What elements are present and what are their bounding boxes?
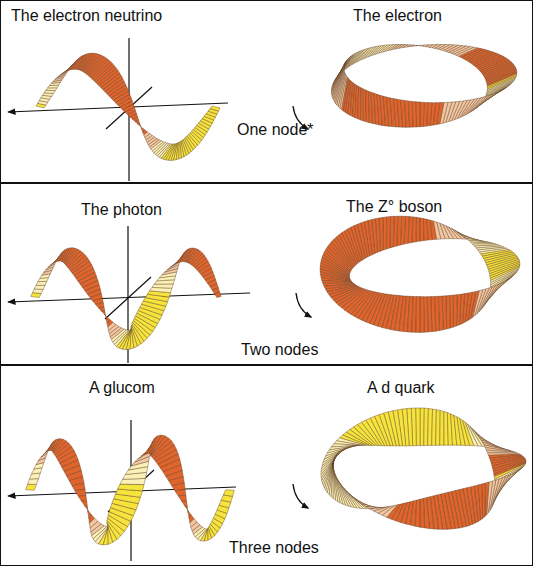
ribbon-segment — [34, 285, 45, 289]
rotation-arrow — [293, 484, 308, 508]
panel-box: The photon The Z° bosonTwo nodes — [0, 182, 533, 366]
axes — [8, 38, 250, 561]
ribbon-segment — [215, 292, 222, 297]
ribbon-segment — [96, 303, 105, 308]
panel-box: A glucom A d quarkThree nodes — [0, 364, 533, 566]
ribbon-segment — [390, 216, 394, 248]
twisted-ribbon-wave — [31, 248, 221, 350]
ribbon-segment — [210, 106, 220, 111]
ribbon-segment — [420, 297, 424, 333]
ribbon-segment — [175, 489, 186, 496]
rotation-arrow — [296, 293, 311, 317]
ribbon-segment — [471, 242, 496, 244]
ribbon-segment — [36, 281, 47, 285]
ribbon-segment — [416, 297, 420, 333]
twisted-ribbon-ring — [321, 408, 526, 529]
panel-label: Two nodes — [241, 341, 318, 359]
ribbon-segment — [420, 408, 424, 446]
twisted-ribbon-wave — [26, 435, 235, 545]
ribbon-segment — [38, 454, 47, 461]
panel-label: A d quark — [367, 379, 435, 397]
twisted-ribbon-ring — [320, 216, 520, 332]
ribbon-segment — [198, 529, 208, 541]
ribbon-segment — [436, 410, 441, 446]
ribbon-segment — [416, 102, 420, 127]
ribbon-segment — [424, 297, 429, 333]
ribbon-segment — [30, 473, 41, 479]
panel-label: The Z° boson — [346, 198, 442, 216]
ribbon-segment — [420, 498, 425, 528]
ribbon-segment — [387, 217, 391, 249]
ribbon-segment — [85, 506, 89, 514]
panel-label: One node* — [237, 121, 314, 139]
ribbon-segment — [138, 123, 141, 126]
ribbon-segment — [33, 289, 44, 294]
ribbon-segment — [44, 90, 55, 93]
ribbon-segment — [81, 501, 87, 508]
ribbon-segment — [453, 295, 457, 327]
ribbon-segment — [78, 496, 87, 502]
panel-label: A glucom — [89, 379, 155, 397]
ribbon-segment — [152, 284, 173, 288]
panel-label: The electron neutrino — [11, 7, 162, 25]
ribbon-segment — [223, 490, 234, 497]
ribbon-segment — [415, 499, 420, 527]
ribbon-segment — [178, 496, 187, 502]
ribbon-segment — [46, 88, 57, 91]
ribbon-segment — [181, 501, 187, 508]
twisted-ribbon-ring — [332, 44, 517, 127]
ribbon-segment — [118, 484, 144, 491]
ribbon-segment — [440, 411, 444, 446]
ribbon-segment — [75, 489, 86, 496]
ribbon-segment — [412, 102, 416, 128]
ribbon-segment — [185, 506, 189, 513]
ribbon-segment — [204, 528, 208, 541]
ribbon-segment — [174, 143, 179, 161]
panel-label: The electron — [353, 7, 442, 25]
rotation-arrows — [293, 106, 311, 508]
ribbon-segment — [201, 529, 208, 541]
panel-box: The electron neutrino The electronOne nod… — [0, 0, 533, 184]
ribbon-segment — [412, 297, 417, 333]
panel-label: Three nodes — [229, 539, 319, 557]
twisted-ribbon-wave — [36, 53, 220, 160]
ribbon-segment — [361, 88, 364, 121]
ribbon-segment — [420, 102, 424, 127]
ribbon-segment — [28, 479, 39, 485]
panel-label: The photon — [81, 201, 162, 219]
ribbon-segment — [26, 484, 37, 490]
ribbon-segment — [331, 463, 333, 499]
ribbon-segment — [321, 278, 353, 283]
ribbon-segment — [322, 280, 354, 283]
